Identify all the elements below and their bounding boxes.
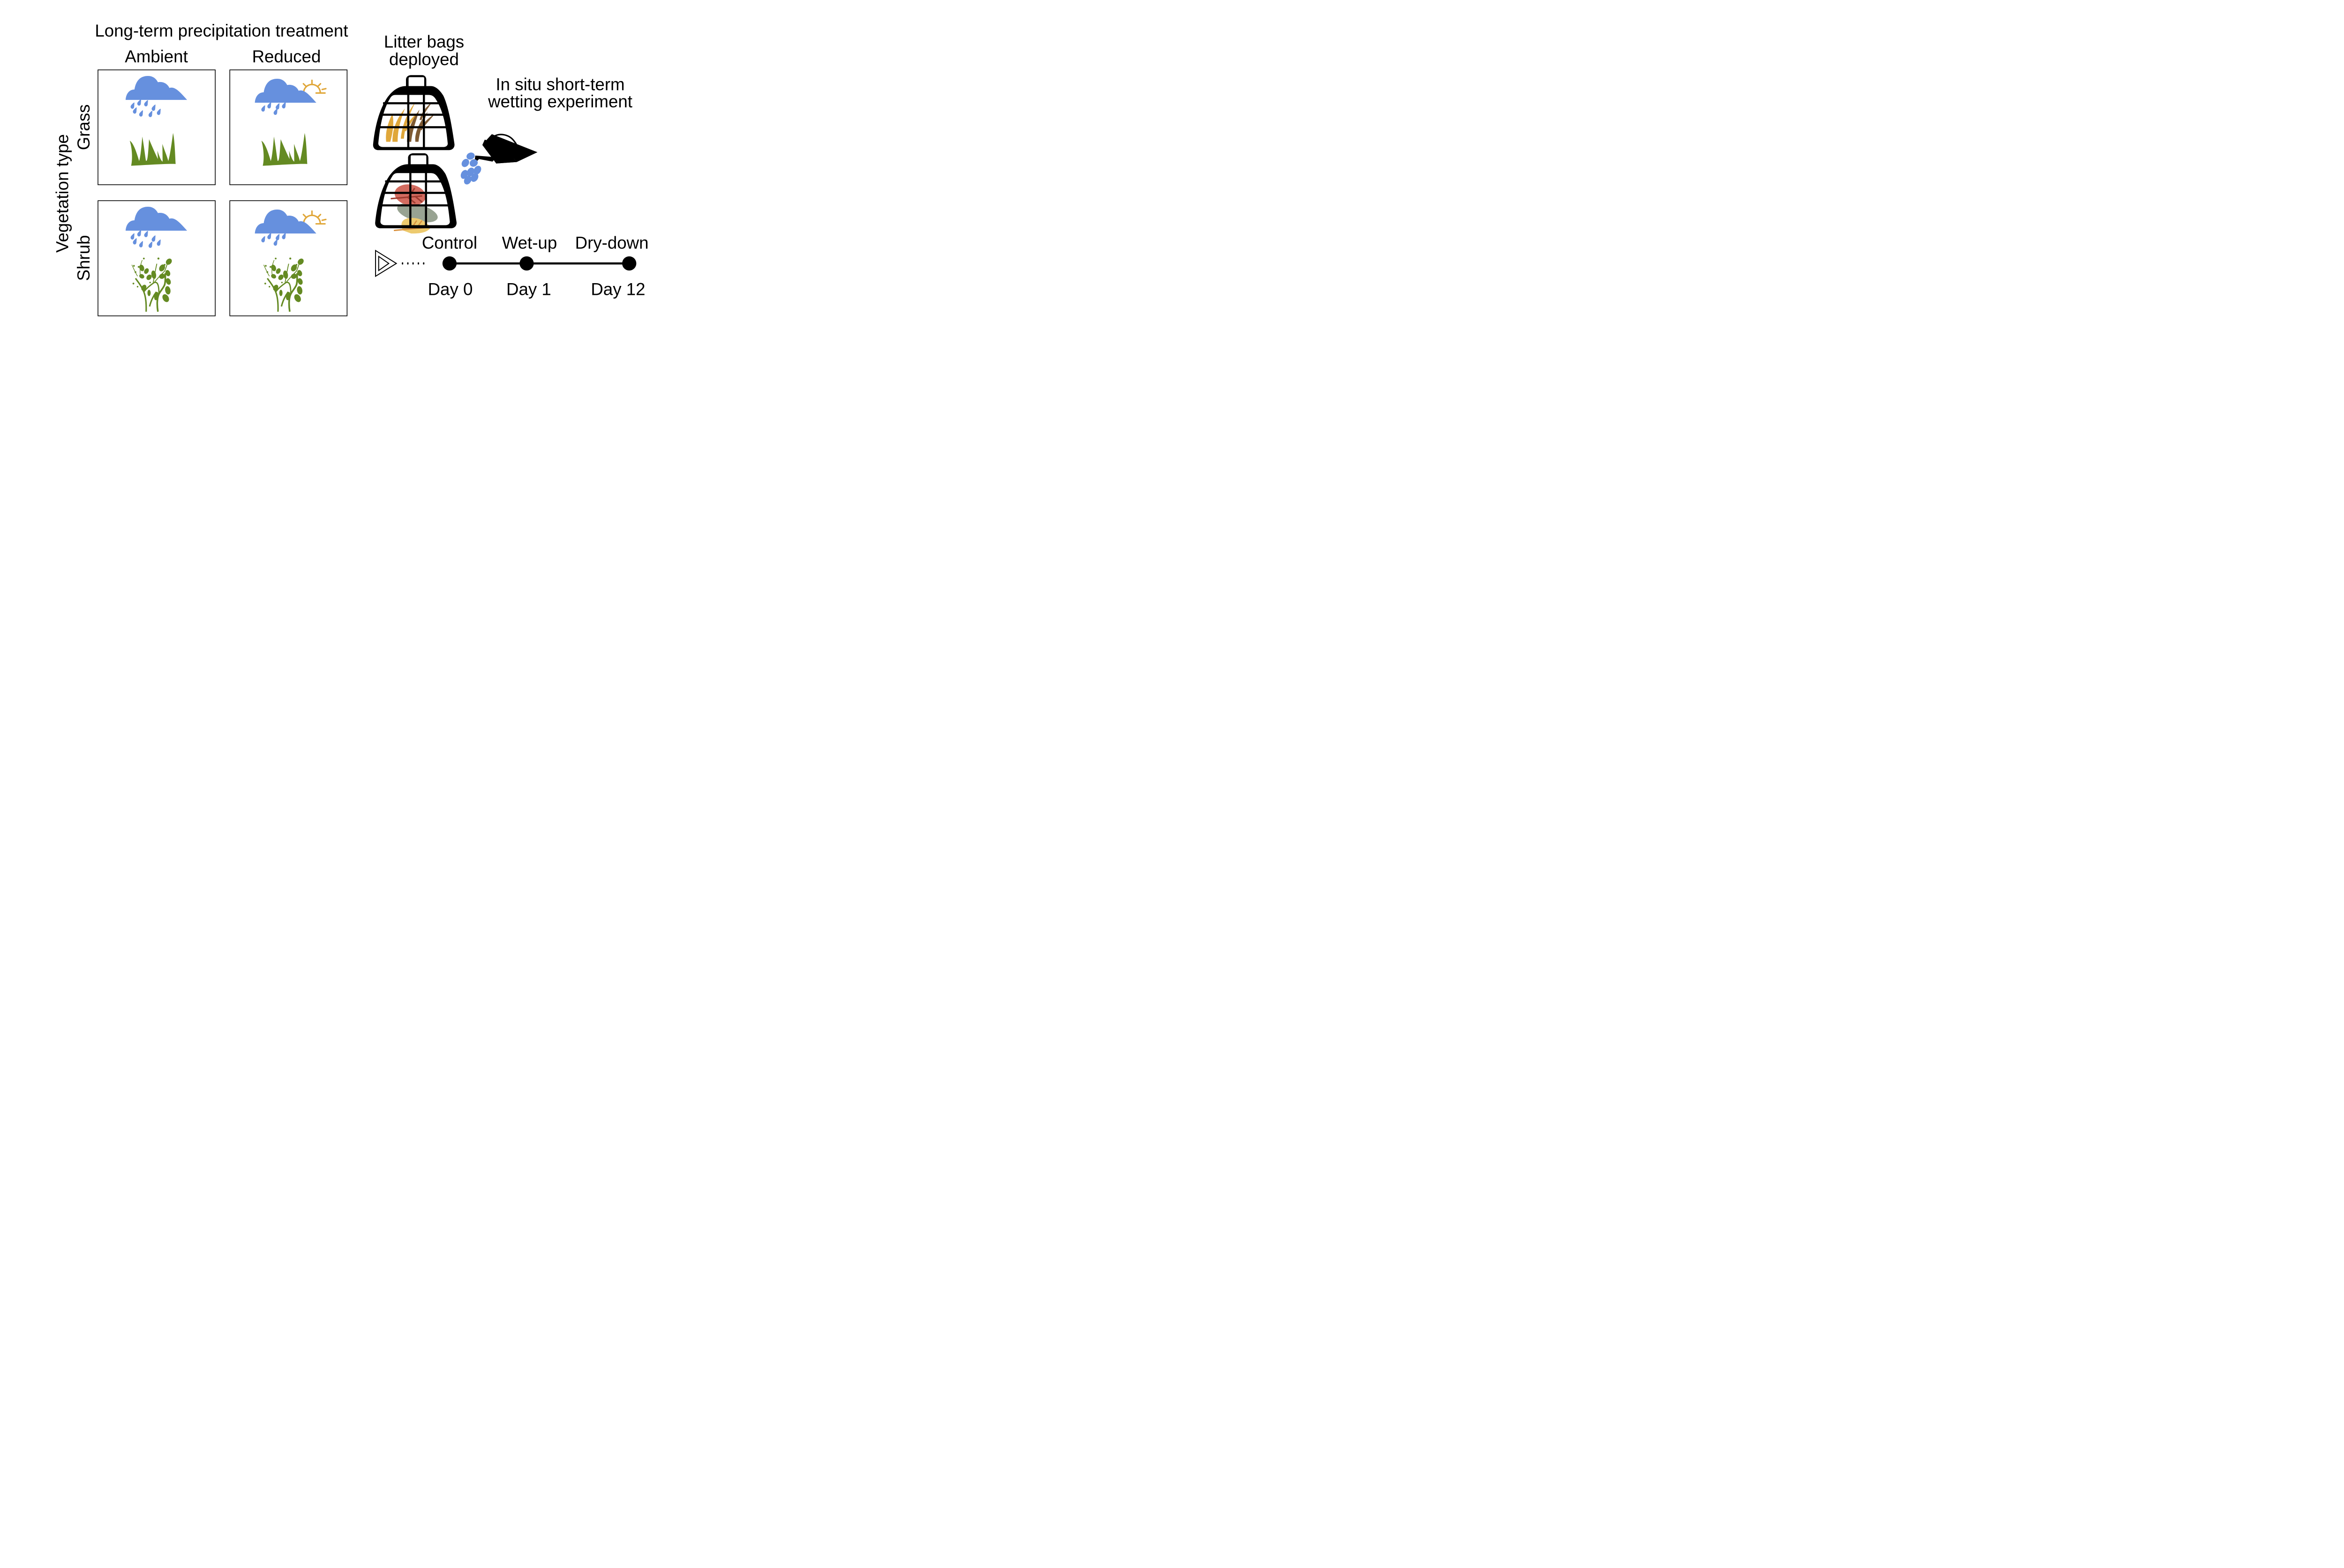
dotted-lead-in [402,262,425,265]
timeline-point-dry-down [622,256,637,271]
watering-can-shape [474,134,538,164]
timeline-day-label: Day 1 [506,279,551,299]
experiment-label-line2: wetting experiment [488,92,632,111]
timeline-point-control [442,256,457,271]
litter-bags-label-line1: Litter bags [384,32,464,51]
start-arrow-icon [375,249,398,278]
litter-bags-label-line2: deployed [389,50,459,69]
litter-bag-leaves-icon [375,153,457,234]
timeline-day-label: Day 12 [591,279,645,299]
timeline-phase-label: Control [422,233,477,252]
figure-title: Long-term precipitation treatment [95,21,348,40]
experimental-design-diagram: Long-term precipitation treatment Ambien… [53,21,649,316]
grass-litter [386,102,436,142]
panel-grass-reduced [229,69,348,185]
timeline-point-wet-up [519,256,534,271]
panel-shrub-ambient [98,200,216,316]
row-label-grass: Grass [74,104,93,150]
water-drops [460,152,481,185]
column-label-ambient: Ambient [125,47,188,66]
column-label-reduced: Reduced [252,47,321,66]
row-label-shrub: Shrub [74,235,93,281]
timeline-day-label: Day 0 [428,279,473,299]
timeline-phase-label: Dry-down [575,233,649,252]
timeline-phase-label: Wet-up [502,233,557,252]
panel-shrub-reduced [229,200,348,316]
timeline: Control Wet-up Dry-down Day 0 Day 1 Day … [375,233,649,299]
row-axis-label: Vegetation type [53,134,72,253]
litter-bag-grass-icon [373,75,455,150]
panel-grass-ambient [98,69,216,185]
experiment-label-line1: In situ short-term [496,75,624,94]
